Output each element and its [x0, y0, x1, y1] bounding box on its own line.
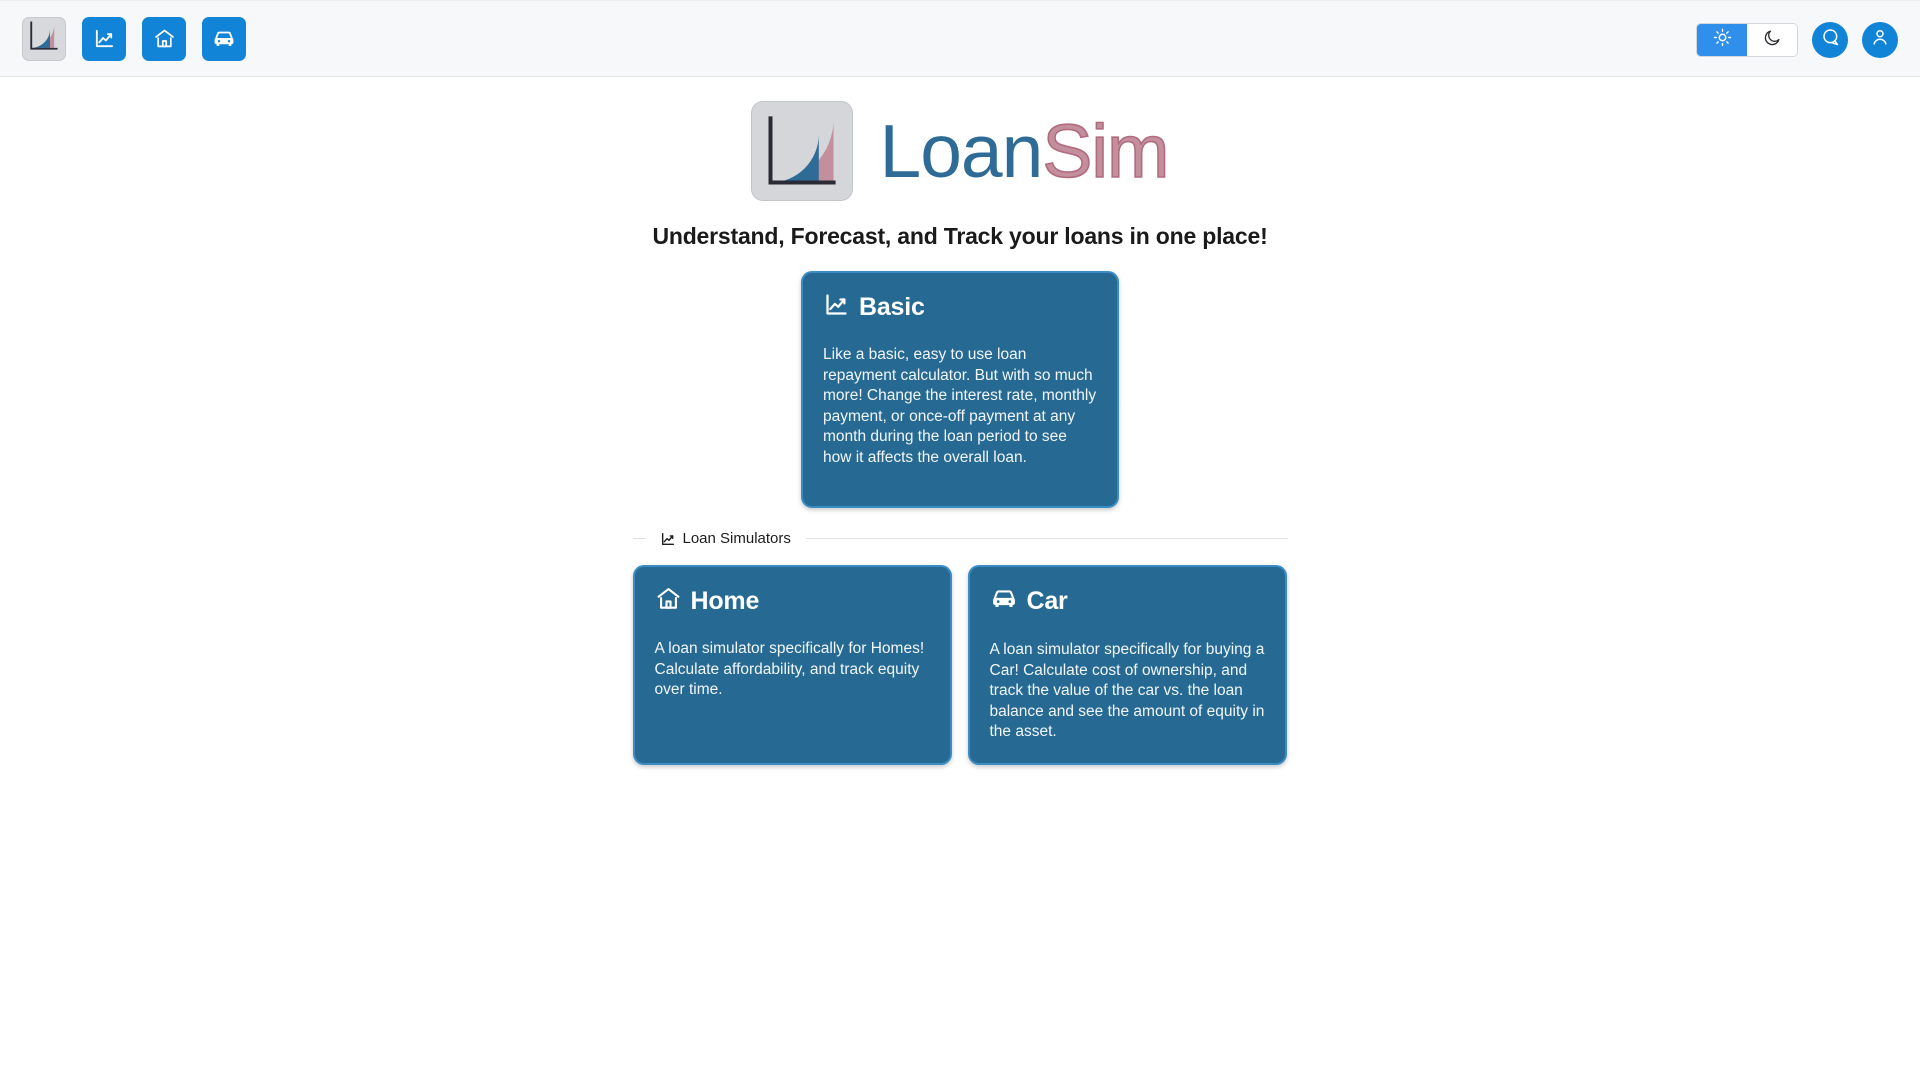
loan-simulators-label: Loan Simulators	[682, 530, 791, 547]
home-icon	[655, 585, 682, 617]
simulator-card-list: Home A loan simulator specifically for H…	[632, 565, 1288, 765]
nav-item-car[interactable]	[202, 16, 246, 61]
moon-icon	[1763, 28, 1782, 52]
navbar	[0, 0, 1920, 77]
card-basic-header: Basic	[823, 291, 1097, 323]
card-home-header: Home	[655, 585, 930, 617]
basic-card-wrapper: Basic Like a basic, easy to use loan rep…	[801, 271, 1119, 508]
feedback-button[interactable]	[1812, 21, 1848, 58]
chart-logo-icon	[751, 101, 854, 201]
card-home-description: A loan simulator specifically for Homes!…	[654, 640, 925, 699]
theme-option-light[interactable]	[1697, 23, 1747, 56]
card-basic-title: Basic	[859, 292, 925, 321]
navbar-right-group	[1696, 1, 1898, 78]
chart-logo-icon	[27, 19, 61, 58]
chat-bubble-icon	[1820, 27, 1840, 52]
user-icon	[1870, 27, 1890, 52]
nav-item-basic[interactable]	[82, 16, 126, 61]
card-basic[interactable]: Basic Like a basic, easy to use loan rep…	[801, 271, 1119, 508]
logo-text-primary: Loan	[879, 108, 1043, 193]
card-home-title: Home	[690, 586, 760, 615]
logo-text-secondary: Sim	[1042, 108, 1171, 193]
nav-item-home[interactable]	[142, 16, 186, 61]
loan-simulators-legend: Loan Simulators	[632, 530, 1288, 547]
card-car-header: Car	[990, 585, 1265, 618]
home-icon	[153, 27, 176, 50]
divider-right	[805, 538, 1288, 539]
brand-logo: LoanSim	[751, 101, 1170, 201]
car-icon	[212, 27, 236, 51]
theme-option-dark[interactable]	[1747, 23, 1797, 56]
account-button[interactable]	[1862, 21, 1898, 58]
loan-simulators-section: Loan Simulators Home A loan simulator sp…	[632, 530, 1288, 765]
chart-line-icon	[93, 27, 116, 50]
chart-line-icon	[660, 531, 676, 547]
chart-line-icon	[823, 291, 850, 323]
card-car-title: Car	[1026, 587, 1068, 615]
card-car[interactable]: Car A loan simulator specifically for bu…	[967, 565, 1287, 765]
tagline: Understand, Forecast, and Track your loa…	[652, 223, 1268, 249]
card-home[interactable]: Home A loan simulator specifically for H…	[632, 565, 952, 765]
car-icon	[990, 585, 1018, 618]
navbar-left-group	[22, 16, 246, 61]
hero-section: LoanSim Understand, Forecast, and Track …	[0, 77, 1920, 765]
brand-logo-button[interactable]	[22, 16, 66, 61]
page-title: LoanSim	[879, 112, 1170, 189]
divider-left	[632, 538, 646, 539]
sun-icon	[1713, 28, 1732, 52]
card-car-description: A loan simulator specifically for buying…	[989, 641, 1265, 741]
card-basic-description: Like a basic, easy to use loan repayment…	[823, 346, 1097, 467]
theme-toggle[interactable]	[1696, 22, 1798, 57]
